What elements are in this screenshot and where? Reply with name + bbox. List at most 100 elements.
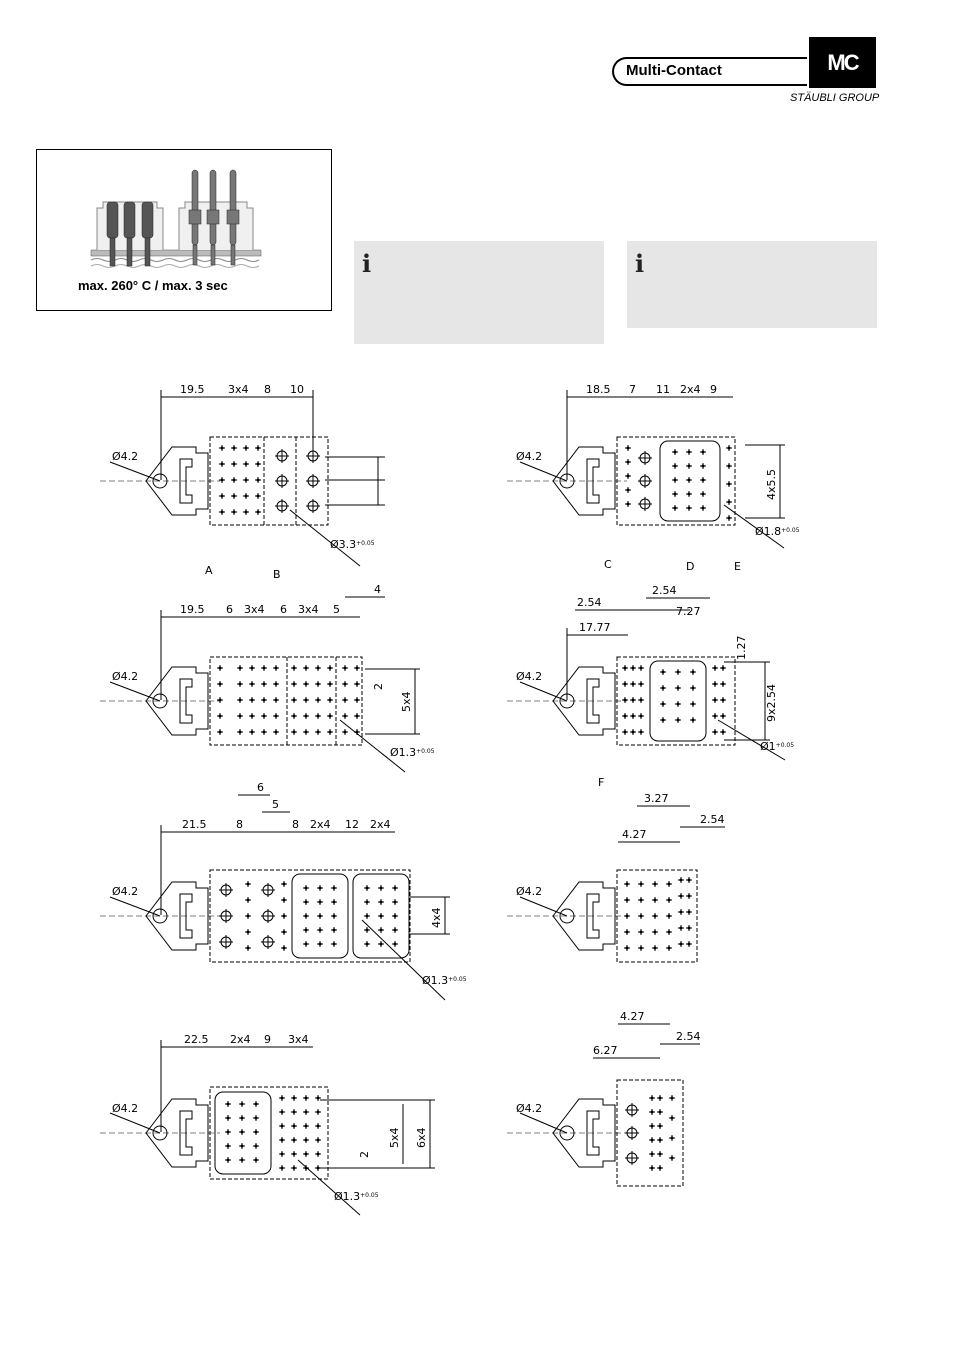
drawing-7-labels: 22.5 2x4 9 3x4 2 5x4 6x4 Ø4.2 Ø1.3+0.05 <box>112 1033 428 1203</box>
drawing-7-pins <box>224 1094 322 1172</box>
pin-tolerance: +0.05 <box>448 976 467 983</box>
dim-label: 2.54 <box>577 596 602 609</box>
dim-label: 7.27 <box>676 605 701 618</box>
dim-label: 2.54 <box>652 584 677 597</box>
drawing-8 <box>506 1023 700 1187</box>
drawing-8-pins <box>624 1094 676 1172</box>
dim-label: 4.27 <box>620 1010 645 1023</box>
dim-label: 2x4 <box>370 818 391 831</box>
dim-label: 6 <box>226 603 233 616</box>
pin-tolerance: +0.05 <box>360 1192 379 1199</box>
hole-label: Ø4.2 <box>516 450 542 463</box>
dim-label: 6 <box>280 603 287 616</box>
dim-label: 5 <box>333 603 340 616</box>
drawing-8-labels: 4.27 6.27 2.54 Ø4.2 <box>516 1010 701 1115</box>
dim-label: 4.27 <box>622 828 647 841</box>
drawing-1 <box>99 390 385 567</box>
dim-label: 17.77 <box>579 621 611 634</box>
letter-label: A <box>205 564 213 577</box>
dim-label: 11 <box>656 383 670 396</box>
dim-label: 2x4 <box>310 818 331 831</box>
brand-name: Multi-Contact <box>626 62 722 79</box>
hole-label: Ø4.2 <box>112 450 138 463</box>
hole-label: Ø4.2 <box>112 885 138 898</box>
dim-label: 2x4 <box>230 1033 251 1046</box>
dim-label: 18.5 <box>586 383 611 396</box>
dim-label: 2.54 <box>676 1030 701 1043</box>
pin-label: Ø1.3+0.05 <box>334 1190 379 1203</box>
group-name: STÄUBLI GROUP <box>790 92 880 104</box>
dim-label: 6 <box>257 781 264 794</box>
dim-label: 2.54 <box>700 813 725 826</box>
info-box-1: i <box>354 241 604 344</box>
drawing-3-labels: 19.5 6 3x4 6 3x4 5 4 2 5x4 Ø4.2 Ø1.3+0.0… <box>112 583 435 759</box>
solder-pins-illustration <box>90 169 262 268</box>
pin-label: Ø1+0.05 <box>760 740 794 753</box>
dim-label: 8 <box>264 383 271 396</box>
dim-label: 3x4 <box>298 603 319 616</box>
pin-label: Ø1.8+0.05 <box>755 525 800 538</box>
dim-label: 6x4 <box>415 1127 428 1148</box>
dim-label: 8 <box>292 818 299 831</box>
drawing-1-pins <box>218 444 321 516</box>
dim-label: 19.5 <box>180 383 205 396</box>
drawing-5-pins <box>218 880 399 952</box>
hole-label: Ø4.2 <box>516 885 542 898</box>
drawing-4-labels: 2.54 2.54 17.77 7.27 1.27 9x2.54 Ø4.2 Ø1… <box>516 584 794 789</box>
hole-label: Ø4.2 <box>516 1102 542 1115</box>
dim-label: 10 <box>290 383 304 396</box>
dim-label: 5x4 <box>400 691 413 712</box>
mc-logo: MC <box>809 37 876 88</box>
pin-label: Ø1.3+0.05 <box>422 974 467 987</box>
dim-label: 19.5 <box>180 603 205 616</box>
dim-label: 3.27 <box>644 792 669 805</box>
pin-label: Ø3.3+0.05 <box>330 538 375 551</box>
dim-label: 9 <box>710 383 717 396</box>
drawing-6 <box>506 805 725 963</box>
letter-label: D <box>686 560 694 573</box>
dim-label: 5x4 <box>388 1127 401 1148</box>
info-box-2: i <box>627 241 877 328</box>
info-icon: i <box>362 249 372 278</box>
dim-label: 2x4 <box>680 383 701 396</box>
dim-label: 8 <box>236 818 243 831</box>
dim-label: 4x4 <box>430 907 443 928</box>
drawing-4 <box>506 597 786 761</box>
dim-label: 9x2.54 <box>765 684 778 722</box>
pin-tolerance: +0.05 <box>356 540 375 547</box>
drawing-6-labels: 3.27 4.27 2.54 Ø4.2 <box>516 792 725 898</box>
solder-caption: max. 260° C / max. 3 sec <box>78 278 228 293</box>
letter-label: F <box>598 776 604 789</box>
pin-tolerance: +0.05 <box>781 527 800 534</box>
pin-label: Ø1.3+0.05 <box>390 746 435 759</box>
drawing-3 <box>99 596 420 773</box>
hole-label: Ø4.2 <box>516 670 542 683</box>
dim-label: 12 <box>345 818 359 831</box>
dim-label: 6.27 <box>593 1044 618 1057</box>
hole-label: Ø4.2 <box>112 670 138 683</box>
dim-label: 22.5 <box>184 1033 209 1046</box>
info-icon: i <box>635 249 645 278</box>
drawing-2-pins <box>624 444 733 522</box>
drawing-3-pins <box>216 664 361 736</box>
letter-label: B <box>273 568 281 581</box>
pin-tolerance: +0.05 <box>416 748 435 755</box>
drawing-1-labels: 19.5 3x4 8 10 Ø4.2 Ø3.3+0.05 A B <box>112 383 375 581</box>
drawing-5 <box>99 794 450 1001</box>
dim-label: 7 <box>629 383 636 396</box>
brand-frame <box>612 57 807 86</box>
dim-label: 4x5.5 <box>765 469 778 500</box>
dim-label: 2 <box>358 1151 371 1158</box>
pin-tolerance: +0.05 <box>776 742 795 749</box>
solder-illustration-box <box>36 149 332 311</box>
dim-label: 2 <box>372 683 385 690</box>
dim-label: 4 <box>374 583 381 596</box>
dim-label: 1.27 <box>735 636 748 661</box>
dim-label: 3x4 <box>228 383 249 396</box>
letter-label: C <box>604 558 612 571</box>
drawing-7 <box>99 1040 435 1216</box>
dim-label: 9 <box>264 1033 271 1046</box>
drawing-4-pins <box>621 664 727 736</box>
letter-label: E <box>734 560 741 573</box>
